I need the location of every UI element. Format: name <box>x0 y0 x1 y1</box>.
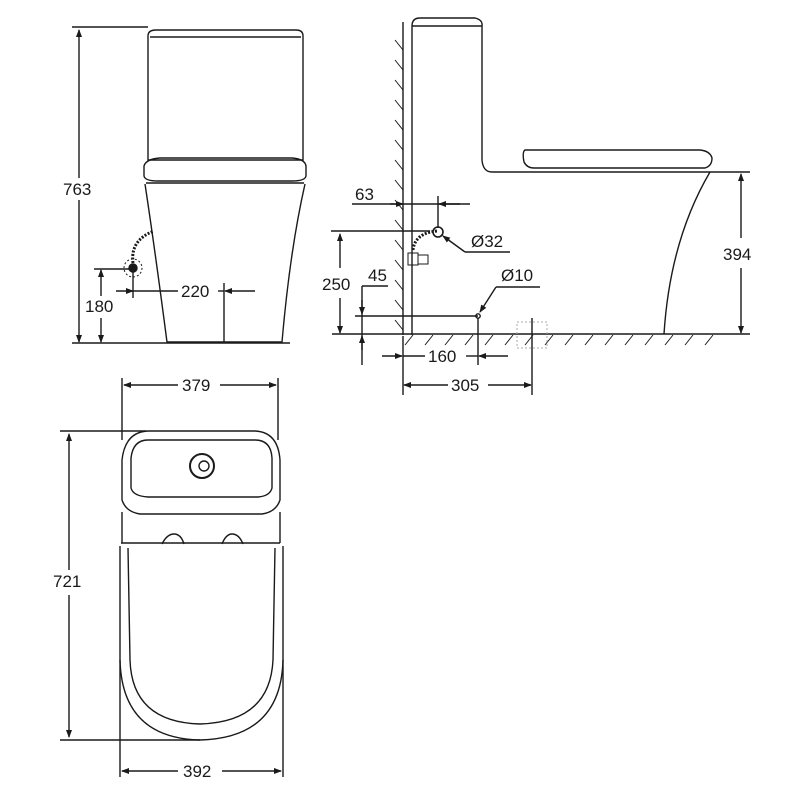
flush-button <box>189 453 215 479</box>
front-lid <box>143 157 307 182</box>
dim-side-small-offset: 45 <box>368 266 387 285</box>
dim-top-bowl-width: 392 <box>182 762 213 781</box>
top-tank <box>121 430 281 515</box>
side-view <box>331 17 750 395</box>
floor-hatching <box>404 334 714 346</box>
side-bowl-front <box>663 171 711 335</box>
dim-front-inlet-height: 180 <box>84 297 115 316</box>
top-view <box>60 378 284 777</box>
wall-hatching <box>394 39 404 331</box>
side-seat <box>522 149 713 169</box>
dim-front-inlet-offset: 220 <box>180 282 211 301</box>
dim-side-rough-in: 305 <box>450 376 481 395</box>
top-seat <box>127 547 276 725</box>
dim-side-inlet-from-wall: 63 <box>355 185 374 204</box>
top-bowl <box>119 546 284 741</box>
dim-side-outlet-diameter: Ø10 <box>501 266 534 285</box>
side-tank <box>411 17 712 335</box>
dim-side-flush-pipe-diameter: Ø32 <box>471 232 504 251</box>
side-inlet-hose <box>411 229 438 251</box>
front-bowl <box>144 183 306 343</box>
dim-side-seat-height: 394 <box>722 245 753 264</box>
front-tank <box>147 29 304 161</box>
seat-hinge-right <box>221 533 244 545</box>
dim-side-outlet-from-wall: 160 <box>427 347 458 366</box>
side-inlet-valve <box>432 226 444 238</box>
dim-side-inlet-height: 250 <box>321 275 352 294</box>
front-view <box>72 26 307 344</box>
dim-front-overall-height: 763 <box>62 180 93 199</box>
front-inlet-hose <box>131 229 155 264</box>
dim-top-tank-width: 379 <box>181 376 212 395</box>
seat-hinge-left <box>161 533 185 545</box>
dim-top-overall-length: 721 <box>52 572 83 591</box>
